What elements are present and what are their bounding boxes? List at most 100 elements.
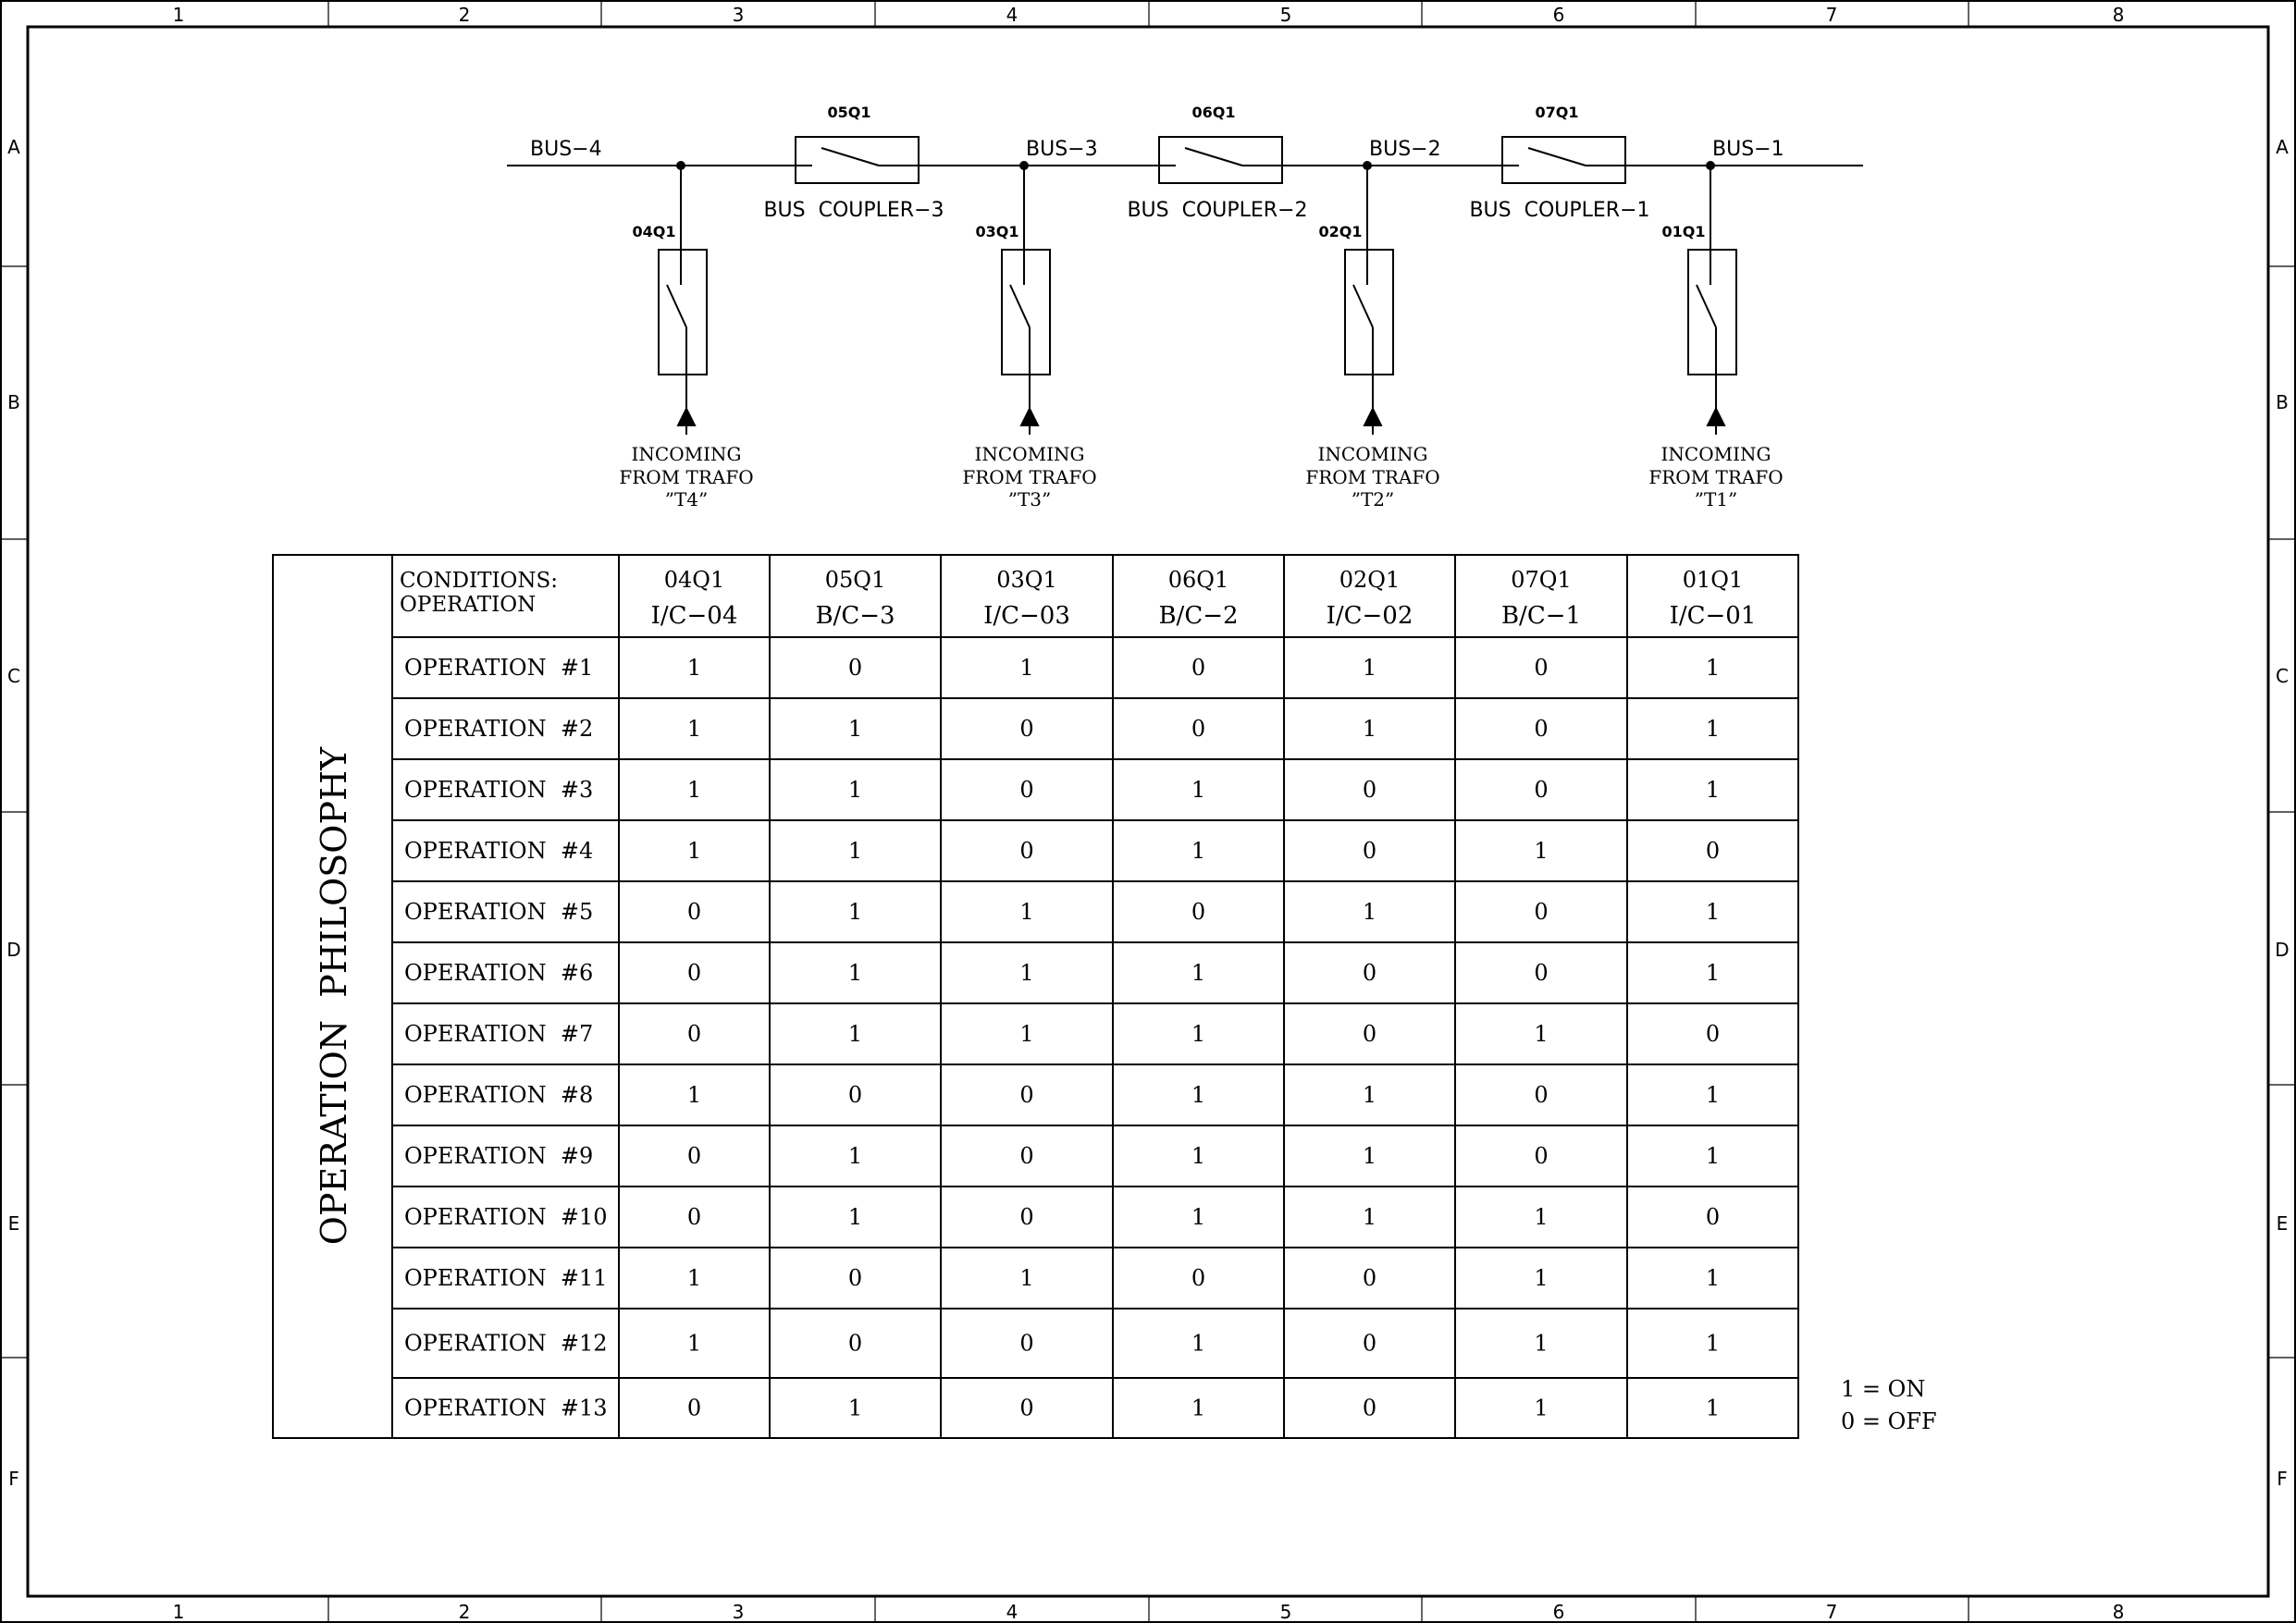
- zone-col-label-bottom: 3: [733, 1601, 745, 1623]
- incomer-feeder-04Q1: [658, 161, 708, 435]
- table-row-label: OPERATION #3: [404, 777, 593, 803]
- table-cell-value: 1: [687, 1082, 701, 1108]
- table-cell-value: 0: [687, 960, 701, 986]
- zone-row-label-right: E: [2277, 1212, 2289, 1235]
- zone-row-label-left: C: [7, 665, 20, 687]
- table-cell-value: 0: [1019, 716, 1033, 742]
- table-cell-value: 1: [848, 1143, 862, 1169]
- zone-col-label-bottom: 1: [173, 1601, 185, 1623]
- table-cell-value: 1: [1191, 1143, 1205, 1169]
- incoming-arrow-icon: [1706, 406, 1726, 426]
- bus-coupler-07Q1: [1501, 136, 1626, 184]
- table-cell-value: 0: [1019, 1082, 1033, 1108]
- table-cell-value: 1: [848, 838, 862, 864]
- table-cell-value: 1: [848, 716, 862, 742]
- table-cell-value: 1: [1706, 960, 1720, 986]
- table-cell-value: 0: [1706, 1204, 1720, 1230]
- table-cell-value: 0: [1706, 838, 1720, 864]
- bus-label: BUS−2: [1369, 138, 1441, 161]
- incomer-feeder-02Q1: [1344, 161, 1394, 435]
- incomer-tag: 02Q1: [1319, 223, 1363, 240]
- table-column-tag: 01Q1: [1683, 567, 1743, 593]
- zone-col-label-bottom: 5: [1280, 1601, 1292, 1623]
- coupler-label: BUS COUPLER−1: [1469, 199, 1649, 222]
- table-cell-value: 1: [1706, 1082, 1720, 1108]
- table-row-label: OPERATION #4: [404, 838, 593, 864]
- zone-row-label-right: F: [2277, 1468, 2288, 1490]
- table-row-label: OPERATION #8: [404, 1082, 593, 1108]
- drawing-frame: [26, 25, 2270, 1598]
- incomer-caption-line2: FROM TRAFO: [1305, 466, 1439, 488]
- table-cell-value: 0: [848, 1265, 862, 1291]
- table-row-label: OPERATION #5: [404, 899, 593, 925]
- table-cell-value: 1: [1706, 655, 1720, 681]
- table-column-tag: 04Q1: [664, 567, 724, 593]
- bus-junction-dot: [1706, 161, 1715, 170]
- zone-row-label-left: D: [6, 939, 20, 961]
- table-row-label: OPERATION #10: [404, 1204, 608, 1230]
- table-cell-value: 1: [1191, 838, 1205, 864]
- table-cell-value: 1: [1363, 655, 1376, 681]
- table-cell-value: 1: [848, 1204, 862, 1230]
- incomer-tag: 03Q1: [976, 223, 1019, 240]
- table-cell-value: 1: [1534, 1331, 1548, 1357]
- table-cell-value: 0: [1363, 1265, 1376, 1291]
- table-cell-value: 1: [1363, 716, 1376, 742]
- table-cell-value: 0: [1363, 777, 1376, 803]
- table-cell-value: 1: [1019, 899, 1033, 925]
- zone-row-label-right: B: [2276, 391, 2289, 413]
- table-column-tag: 03Q1: [996, 567, 1056, 593]
- legend-off: 0 = OFF: [1841, 1408, 1937, 1434]
- table-cell-value: 1: [1706, 777, 1720, 803]
- incomer-tag: 01Q1: [1662, 223, 1706, 240]
- zone-col-label-bottom: 2: [459, 1601, 471, 1623]
- incoming-arrow-icon: [676, 406, 697, 426]
- table-cell-value: 1: [1363, 899, 1376, 925]
- table-cell-value: 0: [1534, 716, 1548, 742]
- incomer-caption-line3: ”T2”: [1352, 488, 1395, 510]
- zone-col-label-bottom: 6: [1553, 1601, 1565, 1623]
- incomer-feeder-01Q1: [1687, 161, 1737, 435]
- table-column-tag: 06Q1: [1168, 567, 1228, 593]
- incomer-caption-line1: INCOMING: [1661, 443, 1771, 465]
- zone-col-label-top: 2: [459, 4, 471, 26]
- table-header-operation: OPERATION: [400, 593, 536, 617]
- incomer-caption-line3: ”T4”: [665, 488, 709, 510]
- incomer-feeder-03Q1: [1001, 161, 1051, 435]
- table-cell-value: 0: [1191, 655, 1205, 681]
- zone-col-label-bottom: 4: [1006, 1601, 1018, 1623]
- table-cell-value: 1: [1363, 1204, 1376, 1230]
- table-column-name: B/C−1: [1501, 602, 1581, 630]
- table-column-name: B/C−3: [815, 602, 895, 630]
- table-cell-value: 1: [848, 777, 862, 803]
- table-column-name: I/C−04: [651, 602, 738, 630]
- bus-coupler-06Q1: [1158, 136, 1283, 184]
- table-row-label: OPERATION #9: [404, 1143, 593, 1169]
- zone-col-label-top: 4: [1006, 4, 1018, 26]
- table-column-name: I/C−03: [983, 602, 1070, 630]
- table-cell-value: 1: [1706, 1396, 1720, 1421]
- table-cell-value: 0: [1019, 777, 1033, 803]
- incoming-arrow-icon: [1019, 406, 1040, 426]
- table-cell-value: 0: [1019, 1204, 1033, 1230]
- zone-col-label-top: 7: [1826, 4, 1838, 26]
- table-cell-value: 0: [1191, 716, 1205, 742]
- table-cell-value: 0: [687, 1021, 701, 1047]
- table-cell-value: 1: [848, 899, 862, 925]
- table-cell-value: 0: [1363, 960, 1376, 986]
- table-header-conditions: CONDITIONS:: [400, 569, 558, 593]
- table-column-name: B/C−2: [1158, 602, 1238, 630]
- zone-col-label-top: 1: [173, 4, 185, 26]
- zone-row-label-left: B: [7, 391, 20, 413]
- table-cell-value: 1: [1019, 1021, 1033, 1047]
- bus-junction-dot: [1019, 161, 1029, 170]
- zone-row-label-left: E: [8, 1212, 20, 1235]
- zone-col-label-top: 6: [1553, 4, 1565, 26]
- table-cell-value: 1: [1019, 960, 1033, 986]
- table-cell-value: 0: [687, 1143, 701, 1169]
- table-cell-value: 0: [1363, 1331, 1376, 1357]
- coupler-tag: 07Q1: [1536, 104, 1579, 121]
- bus-coupler-05Q1: [795, 136, 920, 184]
- table-row-label: OPERATION #12: [404, 1331, 608, 1357]
- incomer-caption-line2: FROM TRAFO: [619, 466, 753, 488]
